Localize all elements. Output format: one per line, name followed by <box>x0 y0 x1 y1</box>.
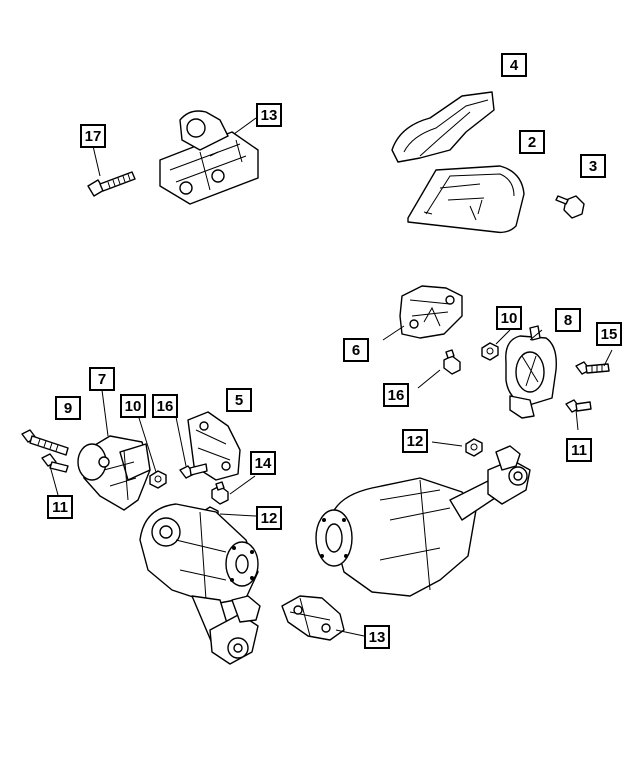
differential-right <box>315 445 531 597</box>
callout-2: 2 <box>519 130 545 154</box>
insulator-shield-2 <box>407 165 525 234</box>
callout-14: 14 <box>250 451 276 475</box>
callout-7: 7 <box>89 367 115 391</box>
callout-15: 15 <box>596 322 622 346</box>
engine-mount-7 <box>77 435 151 511</box>
bolt-9 <box>21 429 69 456</box>
bolt-14 <box>211 481 229 505</box>
bolt-11-left <box>41 453 69 473</box>
nut-10-left <box>149 470 167 489</box>
callout-16-lower: 16 <box>152 394 178 418</box>
callout-8: 8 <box>555 308 581 332</box>
callout-16-upper: 16 <box>383 383 409 407</box>
callout-11-right: 11 <box>566 438 592 462</box>
callout-13-upper: 13 <box>256 103 282 127</box>
callout-12-lower: 12 <box>256 506 282 530</box>
callout-6: 6 <box>343 338 369 362</box>
leader-lines <box>49 117 613 637</box>
differential-left <box>139 503 261 665</box>
callout-10-upper: 10 <box>496 306 522 330</box>
bolt-11-right <box>565 399 592 413</box>
callout-13-lower: 13 <box>364 625 390 649</box>
callout-3: 3 <box>580 154 606 178</box>
engine-mount-8 <box>505 325 557 419</box>
bolt-16-lower <box>179 463 208 479</box>
bracket-6 <box>399 285 463 339</box>
bolt-17 <box>87 171 136 197</box>
bolt-16-upper <box>443 349 461 375</box>
callout-12-upper: 12 <box>402 429 428 453</box>
callout-4: 4 <box>501 53 527 77</box>
mount-bracket-13-upper <box>159 110 259 205</box>
nut-10-upper <box>481 342 499 361</box>
nut-12-right <box>465 438 483 457</box>
callout-9: 9 <box>55 396 81 420</box>
heat-shield-4 <box>391 91 495 163</box>
bolt-3 <box>555 195 585 219</box>
callout-5: 5 <box>226 388 252 412</box>
bolt-15 <box>575 361 610 375</box>
callout-10-lower: 10 <box>120 394 146 418</box>
callout-11-left: 11 <box>47 495 73 519</box>
mount-bracket-13-lower <box>281 595 345 641</box>
callout-17: 17 <box>80 124 106 148</box>
